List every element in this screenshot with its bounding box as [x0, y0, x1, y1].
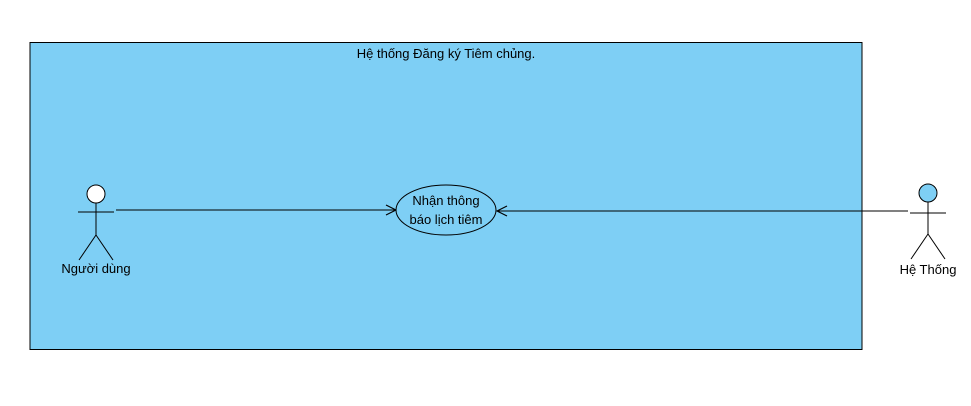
actor-leg-right	[95, 234, 114, 261]
actor-head[interactable]	[86, 184, 106, 204]
actor-label-nguoi-dung: Người dùng	[61, 261, 130, 276]
usecase-label-line1: Nhận thông	[412, 193, 479, 208]
actor-leg-left	[78, 234, 97, 261]
actor-leg-right	[927, 233, 946, 260]
actor-label-he-thong: Hệ Thống	[900, 262, 957, 277]
actor-nguoi-dung[interactable]: Người dùng	[61, 184, 131, 276]
actor-head[interactable]	[918, 183, 938, 203]
usecase-nhan-thong-bao-lich-tiem[interactable]: Nhận thông báo lịch tiêm	[395, 184, 497, 236]
actor-he-thong[interactable]: Hệ Thống	[900, 183, 957, 277]
usecase-label-line2: báo lịch tiêm	[410, 212, 483, 227]
system-title: Hệ thống Đăng ký Tiêm chủng.	[357, 46, 536, 61]
usecase-ellipse[interactable]	[395, 184, 497, 236]
actor-leg-left	[910, 233, 929, 260]
